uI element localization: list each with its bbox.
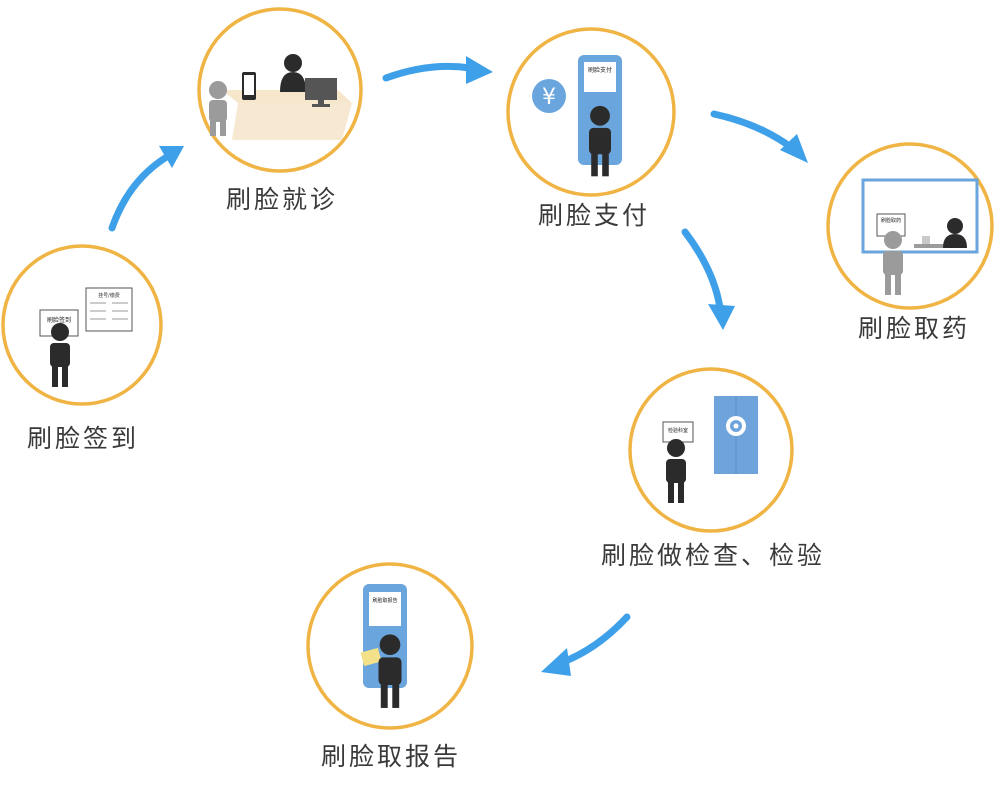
- arrow-pay-to-medicine: [710, 110, 808, 163]
- pharmacist-icon: [947, 218, 963, 234]
- pay-kiosk-screen: [584, 62, 616, 92]
- exam-screen-title: 检验科室: [668, 427, 688, 434]
- yuan-symbol: ¥: [542, 85, 556, 110]
- medicine-screen-title: 刷脸取药: [881, 217, 901, 224]
- step-pay-illustration: 刷脸支付 ¥: [506, 27, 676, 197]
- medicine-box-icon: [922, 236, 930, 244]
- pay-screen-title: 刷脸支付: [588, 66, 612, 74]
- exam-ring: [628, 367, 794, 533]
- checkin-board-title: 挂号/缴费: [98, 292, 120, 299]
- step-medicine-illustration: 刷脸取药: [826, 142, 994, 310]
- arrow-pay-to-exam: [681, 228, 735, 330]
- caption-checkin: 刷脸签到: [26, 424, 140, 453]
- monitor-icon: [305, 78, 337, 100]
- checkin-info-board: [85, 287, 133, 332]
- caption-pay: 刷脸支付: [537, 201, 651, 230]
- report-kiosk-screen: [369, 592, 401, 626]
- yuan-coin-icon: [532, 79, 566, 113]
- patient-icon: [209, 81, 227, 99]
- caption-medicine: 刷脸取药: [857, 314, 971, 343]
- arrow-checkin-to-consult: [108, 146, 184, 232]
- caption-report: 刷脸取报告: [320, 742, 462, 771]
- report-screen-title: 刷脸取报告: [372, 597, 397, 604]
- caption-consult: 刷脸就诊: [225, 185, 339, 214]
- desk-front: [232, 103, 352, 140]
- arrow-consult-to-pay: [382, 56, 493, 84]
- arrow-exam-to-report: [541, 613, 631, 676]
- step-exam-illustration: 检验科室: [628, 367, 794, 533]
- checkin-ring: [1, 244, 163, 406]
- step-report-illustration: 刷脸取报告: [306, 562, 474, 730]
- caption-exam: 刷脸做检查、检验: [600, 541, 826, 570]
- doctor-icon: [284, 54, 302, 72]
- report-paper-icon: [360, 647, 382, 667]
- step-checkin-illustration: 挂号/缴费 刷脸签到: [1, 244, 163, 406]
- checkin-screen-title: 刷脸签到: [47, 316, 71, 324]
- step-consult-illustration: [197, 7, 363, 173]
